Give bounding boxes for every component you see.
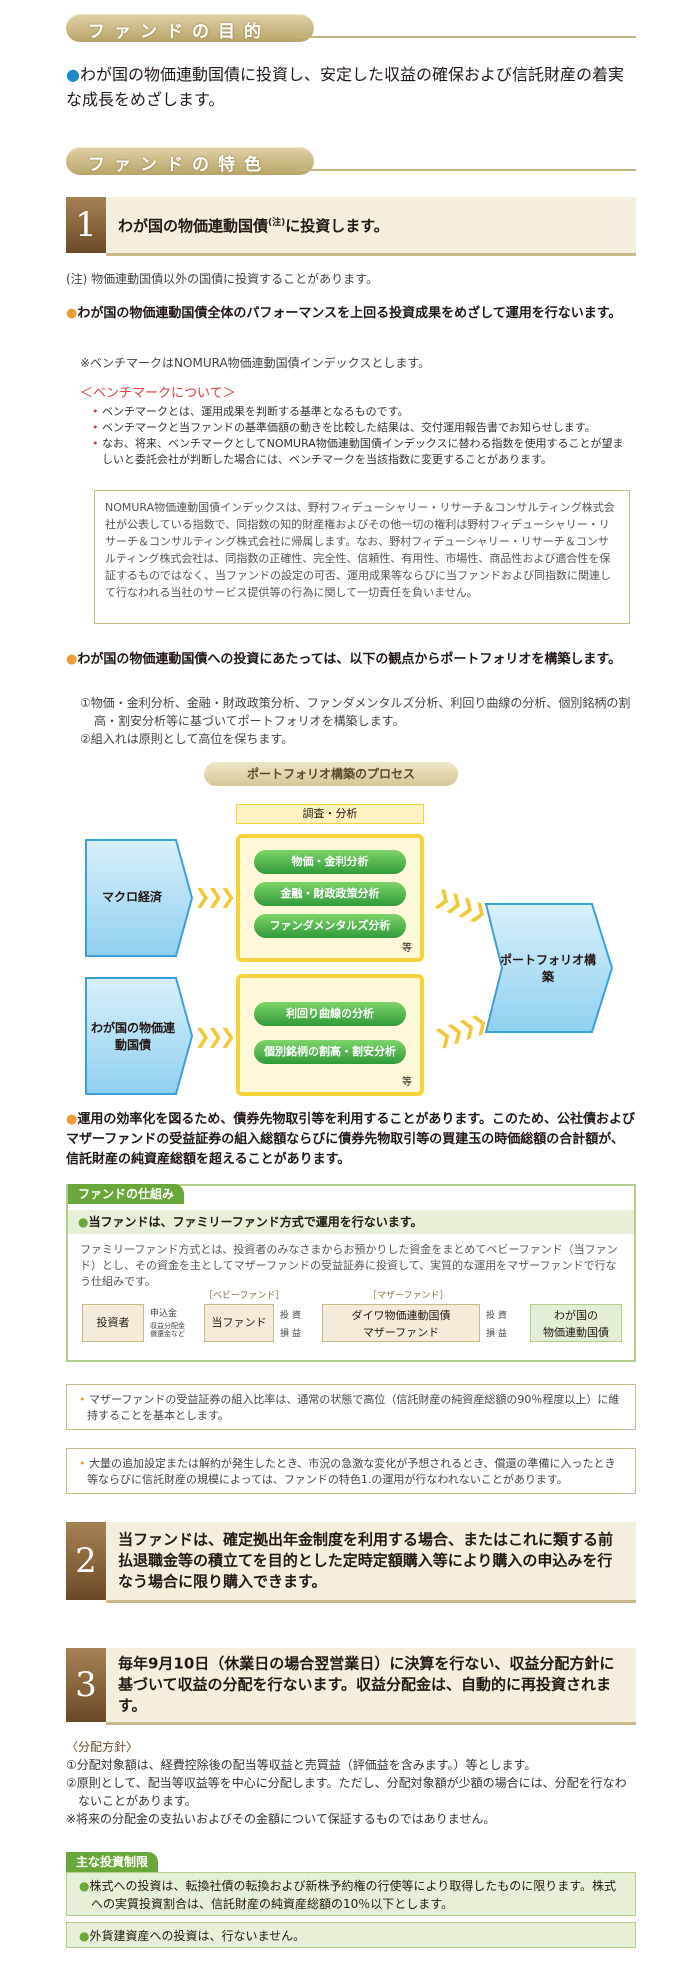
analysis-item: 金融・財政政策分析: [254, 882, 406, 906]
note-box-2: • 大量の追加設定または解約が発生したとき、市況の急激な変化が予想されるとき、償…: [66, 1448, 636, 1494]
feature-3-title: 毎年9月10日（休業日の場合翌営業日）に決算を行ない、収益分配方針に基づいて収益…: [118, 1654, 615, 1715]
research-label: 調査・分析: [236, 804, 424, 824]
benchmark-item: • なお、将来、ベンチマークとしてNOMURA物価連動国債インデックスに替わる指…: [92, 437, 624, 466]
feature-2-number: 2: [75, 1541, 97, 1581]
policy-item: ②原則として、配当等収益等を中心に分配します。ただし、分配対象額が少額の場合には…: [66, 1776, 627, 1808]
baby-fund-cell: 当ファンド: [204, 1304, 274, 1342]
target-cell: わが国の 物価連動国債: [530, 1304, 622, 1342]
benchmark-item: • ベンチマークと当ファンドの基準価額の動きを比較した結果は、交付運用報告書でお…: [92, 421, 596, 434]
policy-item: ①分配対象額は、経費控除後の配当等収益と売買益（評価益を含みます。）等とします。: [66, 1758, 537, 1772]
invest-label: 投 資: [280, 1311, 301, 1321]
feature-2-box: 2 当ファンドは、確定拠出年金制度を利用する場合、またはこれに類する前払退職金等…: [66, 1522, 636, 1603]
feature-3-box: 3 毎年9月10日（休業日の場合翌営業日）に決算を行ない、収益分配方針に基づいて…: [66, 1648, 636, 1725]
feature-1-bullet-3: ●運用の効率化を図るため、債券先物取引等を利用することがあります。このため、公社…: [66, 1112, 636, 1167]
limit-item: ●株式への投資は、転換社債の転換および新株予約権の行使等により取得したものに限り…: [66, 1872, 636, 1916]
pl-label: 損 益: [280, 1329, 301, 1339]
arrow-icon: ❯❯❯❯: [431, 883, 488, 925]
analysis-item: ファンダメンタルズ分析: [254, 914, 406, 938]
feature-1-box: 1 わが国の物価連動国債(注)に投資します。: [66, 197, 636, 256]
analysis-item: 利回り曲線の分析: [254, 1002, 406, 1026]
feature-1-bullet-1: ●わが国の物価連動国債全体のパフォーマンスを上回る投資成果をめざして運用を行ない…: [66, 306, 622, 321]
investment-limits-tab: 主な投資制限: [66, 1852, 159, 1872]
jgbi-label: わが国の物価連動国債: [90, 1021, 175, 1052]
feature-1-sub-1: ①物価・金利分析、金融・財政政策分析、ファンダメンタルズ分析、利回り曲線の分析、…: [80, 696, 631, 728]
investment-limits-box: 主な投資制限 ●株式への投資は、転換社債の転換および新株予約権の行使等により取得…: [66, 1852, 636, 1970]
benchmark-item: • ベンチマークとは、運用成果を判断する基準となるものです。: [92, 405, 409, 418]
invest-label: 投 資: [486, 1311, 507, 1321]
fund-structure-box: ファンドの仕組み ●当ファンドは、ファミリーファンド方式で運用を行ないます。 フ…: [66, 1184, 636, 1362]
limit-item: ●外貨建資産への投資は、行ないません。: [66, 1922, 636, 1948]
portfolio-label: ポートフォリオ構築: [500, 953, 597, 984]
mother-fund-label: ［マザーファンド］: [368, 1291, 449, 1301]
mother-fund-cell: ダイワ物価連動国債 マザーファンド: [322, 1304, 480, 1342]
objective-header: ファンドの目的: [66, 14, 636, 44]
fund-structure-tab: ファンドの仕組み: [68, 1184, 185, 1204]
feature-3-number: 3: [75, 1665, 97, 1705]
etc-label: 等: [402, 943, 412, 954]
pl-label: 損 益: [486, 1329, 507, 1339]
analysis-group-1: 物価・金利分析 金融・財政政策分析 ファンダメンタルズ分析 等: [236, 834, 424, 962]
analysis-group-2: 利回り曲線の分析 個別銘柄の割高・割安分析 等: [236, 974, 424, 1096]
apply-label: 申込金: [150, 1309, 178, 1319]
feature-1-title: わが国の物価連動国債(注)に投資します。: [118, 217, 389, 235]
distribution-policy-list: ①分配対象額は、経費控除後の配当等収益と売買益（評価益を含みます。）等とします。…: [66, 1756, 636, 1828]
distribution-policy-head: 〈分配方針〉: [66, 1740, 139, 1754]
macro-economy-label: マクロ経済: [101, 890, 162, 904]
etc-label: 等: [402, 1077, 412, 1088]
objective-header-label: ファンドの目的: [88, 22, 270, 42]
benchmark-heading: ＜ベンチマークについて＞: [80, 386, 236, 401]
investor-cell: 投資者: [82, 1304, 144, 1342]
feature-2-title: 当ファンドは、確定拠出年金制度を利用する場合、またはこれに類する前払退職金等の積…: [118, 1530, 614, 1591]
objective-text: ●わが国の物価連動国債に投資し、安定した収益の確保および信託財産の着実な成長をめ…: [66, 65, 624, 109]
benchmark-note: ※ベンチマークはNOMURA物価連動国債インデックスとします。: [80, 356, 431, 370]
features-header: ファンドの特色: [66, 147, 636, 177]
fund-structure-lead: ●当ファンドは、ファミリーファンド方式で運用を行ないます。: [68, 1210, 634, 1234]
jgbi-chevron: [85, 977, 194, 1095]
macro-economy-chevron: [85, 839, 194, 957]
note-box-1: • マザーファンドの受益証券の組入比率は、通常の状態で高位（信託財産の純資産総額…: [66, 1384, 636, 1430]
policy-item: ※将来の分配金の支払いおよびその金額について保証するものではありません。: [66, 1812, 496, 1826]
features-header-label: ファンドの特色: [88, 155, 270, 175]
portfolio-chevron: [484, 903, 614, 1033]
fund-structure-desc: ファミリーファンド方式とは、投資者のみなさまからお預かりした資金をまとめてベビー…: [80, 1243, 618, 1288]
process-title: ポートフォリオ構築のプロセス: [204, 762, 458, 786]
feature-1-bullet-2: ●わが国の物価連動国債への投資にあたっては、以下の観点からポートフォリオを構築し…: [66, 652, 622, 667]
feature-1-number: 1: [75, 205, 97, 245]
analysis-item: 個別銘柄の割高・割安分析: [254, 1040, 406, 1064]
analysis-item: 物価・金利分析: [254, 850, 406, 874]
feature-1-sub-2: ②組入れは原則として高位を保ちます。: [80, 732, 294, 746]
baby-fund-label: ［ベビーファンド］: [204, 1291, 285, 1301]
arrow-icon: ❯❯❯❯: [431, 1009, 488, 1051]
index-disclaimer-box: NOMURA物価連動国債インデックスは、野村フィデューシャリー・リサーチ＆コンサ…: [94, 490, 630, 624]
return-label: 収益分配金 償還金など: [150, 1322, 185, 1338]
feature-1-note: (注) 物価連動国債以外の国債に投資することがあります。: [66, 272, 378, 286]
benchmark-list: • ベンチマークとは、運用成果を判断する基準となるものです。 • ベンチマークと…: [92, 404, 632, 468]
